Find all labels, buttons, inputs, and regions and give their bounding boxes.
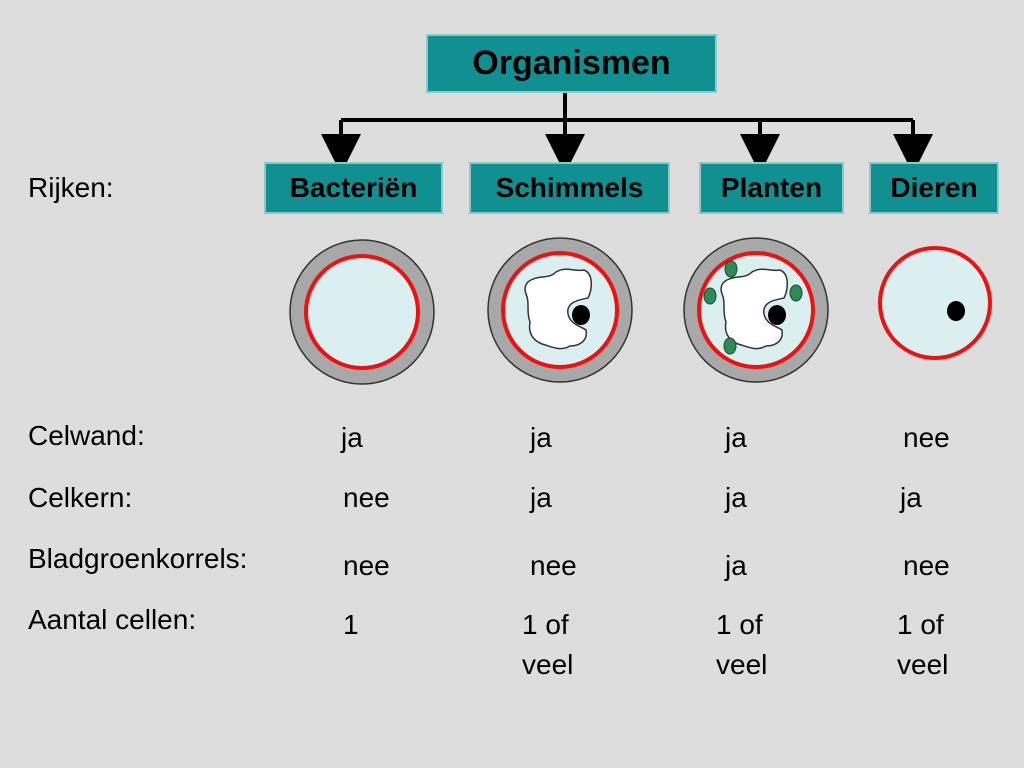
kingdoms-row-label: Rijken: (28, 172, 114, 203)
kingdom-box-planten: Planten (699, 162, 844, 214)
kingdom-label-schimmels: Schimmels (495, 172, 644, 203)
kingdom-box-schimmels: Schimmels (469, 162, 670, 214)
root-label: Organismen (472, 44, 671, 82)
kingdom-label-planten: Planten (720, 172, 823, 203)
celwand-schimmels-value: ja (530, 422, 552, 453)
kingdom-box-dieren: Dieren (869, 162, 999, 214)
aantal-cellen-planten-value: 1 of veel (716, 609, 768, 680)
bladgroenkorrels-bacterien-value: nee (343, 550, 390, 581)
row-label-aantal-cellen: Aantal cellen: (28, 604, 197, 635)
animal-cell-icon (878, 246, 992, 360)
celwand-bacterien-value: ja (341, 422, 363, 453)
row-label-celwand: Celwand: (28, 420, 145, 451)
vacuole (524, 268, 592, 350)
kingdom-label-dieren: Dieren (890, 172, 978, 203)
celkern-bacterien-value: nee (343, 482, 390, 513)
cell-membrane (304, 254, 420, 370)
celkern-schimmels-value: ja (530, 482, 552, 513)
celkern-dieren-value: ja (900, 482, 922, 513)
aantal-cellen-schimmels-value: 1 of veel (522, 609, 574, 680)
cell-membrane (878, 246, 992, 360)
kingdom-label-bacterien: Bacteriën (289, 172, 418, 203)
vacuole (720, 268, 788, 350)
celwand-dieren-value: nee (903, 422, 950, 453)
kingdom-box-bacterien: Bacteriën (264, 162, 443, 214)
aantal-cellen-bacterien-value: 1 (343, 609, 359, 640)
chloroplast (789, 284, 803, 302)
nucleus (947, 301, 965, 321)
celkern-planten-value: ja (725, 482, 747, 513)
fungus-cell-icon (487, 237, 633, 383)
bladgroenkorrels-planten-value: ja (725, 550, 747, 581)
bladgroenkorrels-schimmels-value: nee (530, 550, 577, 581)
bladgroenkorrels-dieren-value: nee (903, 550, 950, 581)
aantal-cellen-dieren-value: 1 of veel (897, 609, 949, 680)
plant-cell-icon (683, 237, 829, 383)
root-box-organismen: Organismen (426, 34, 717, 93)
chloroplast (723, 337, 737, 355)
row-label-celkern: Celkern: (28, 482, 133, 513)
bacteria-cell-icon (289, 239, 435, 385)
row-label-bladgroenkorrels: Bladgroenkorrels: (28, 543, 248, 574)
chloroplast (724, 260, 738, 278)
chloroplast (703, 287, 717, 305)
nucleus (768, 305, 786, 325)
nucleus (572, 305, 590, 325)
celwand-planten-value: ja (725, 422, 747, 453)
